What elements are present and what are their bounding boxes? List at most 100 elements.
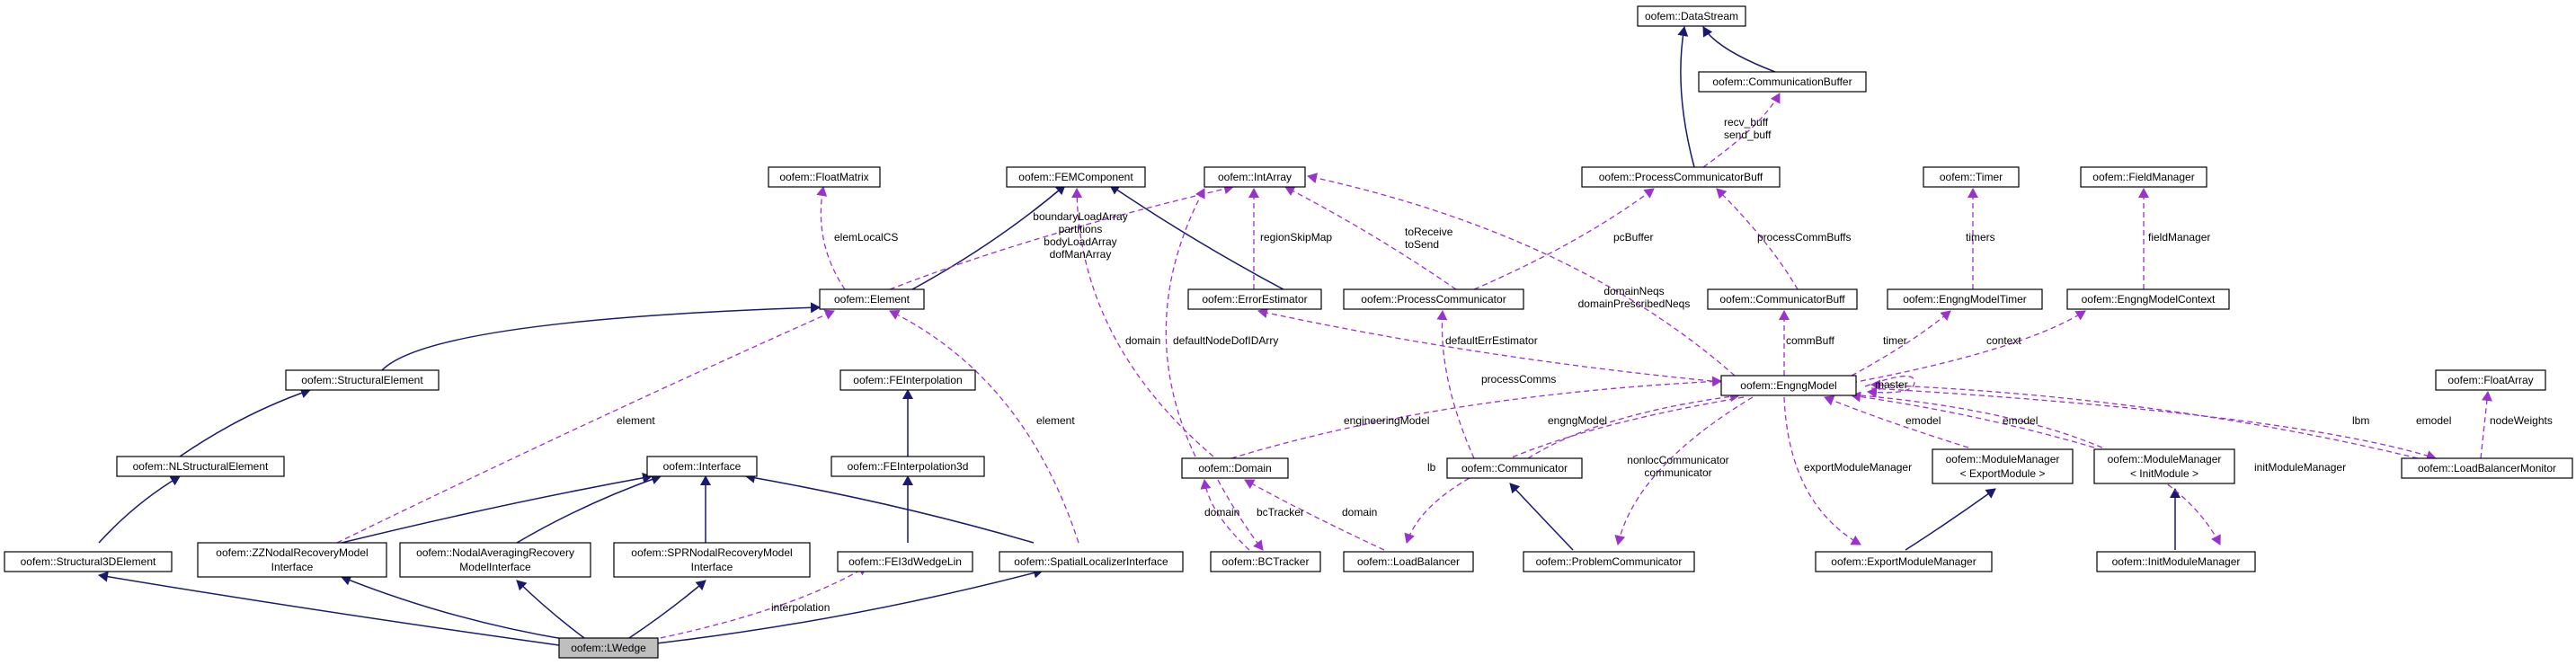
svg-text:oofem::EngngModelContext: oofem::EngngModelContext	[2082, 293, 2216, 306]
svg-text:oofem::Interface: oofem::Interface	[663, 460, 742, 473]
edge-loadbalancer-domain	[1244, 479, 1385, 551]
edge-communicator-engngmodel	[1527, 391, 1740, 459]
node-bctracker[interactable]: oofem::BCTracker	[1210, 551, 1321, 572]
label-emodel-init: emodel	[2003, 414, 2038, 427]
label-lbm: lbm	[2352, 414, 2369, 427]
label-context: context	[1986, 334, 2021, 347]
svg-text:oofem::InitModuleManager: oofem::InitModuleManager	[2112, 555, 2241, 568]
label-nonloc-communicator: nonlocCommunicator	[1627, 454, 1728, 466]
node-spatiallocalizer[interactable]: oofem::SpatialLocalizerInterface	[999, 551, 1184, 572]
label-region-skip-map: regionSkipMap	[1260, 231, 1332, 244]
svg-text:oofem::LoadBalancerMonitor: oofem::LoadBalancerMonitor	[2418, 462, 2556, 474]
label-lb: lb	[1427, 461, 1436, 474]
edge-processcommunicator-intarray	[1284, 186, 1457, 290]
label-recv-buff: recv_buff	[1724, 116, 1769, 129]
node-zznodal[interactable]: oofem::ZZNodalRecoveryModel Interface	[197, 542, 387, 578]
edge-lwedge-zznodal	[341, 575, 569, 641]
svg-text:oofem::FEMComponent: oofem::FEMComponent	[1018, 171, 1133, 183]
node-intarray[interactable]: oofem::IntArray	[1204, 166, 1306, 188]
node-timer[interactable]: oofem::Timer	[1923, 166, 2020, 188]
label-export-module-manager: exportModuleManager	[1804, 461, 1912, 474]
node-errorestimator[interactable]: oofem::ErrorEstimator	[1187, 288, 1322, 310]
edge-element-floatmatrix	[816, 186, 846, 290]
label-node-weights: nodeWeights	[2490, 414, 2553, 427]
svg-text:oofem::BCTracker: oofem::BCTracker	[1222, 555, 1310, 568]
svg-text:oofem::LoadBalancer: oofem::LoadBalancer	[1357, 555, 1460, 568]
svg-text:oofem::ProcessCommunicator: oofem::ProcessCommunicator	[1361, 293, 1506, 306]
label-process-comms: processComms	[1481, 373, 1556, 386]
node-datastream[interactable]: oofem::DataStream	[1637, 5, 1746, 27]
node-communicator[interactable]: oofem::Communicator	[1446, 457, 1583, 479]
svg-text:Interface: Interface	[691, 561, 733, 573]
svg-text:oofem::CommunicationBuffer: oofem::CommunicationBuffer	[1712, 75, 1852, 88]
edge-nodalaveraging-interface	[516, 474, 662, 544]
edge-engngmodel-engngmodelcontext	[1851, 310, 2086, 384]
node-loadbalancermonitor[interactable]: oofem::LoadBalancerMonitor	[2401, 457, 2573, 479]
node-engngmodelcontext[interactable]: oofem::EngngModelContext	[2066, 288, 2230, 310]
node-feinterpolation3d[interactable]: oofem::FEInterpolation3d	[831, 456, 985, 477]
node-nodalaveraging[interactable]: oofem::NodalAveragingRecovery ModelInter…	[399, 542, 591, 578]
svg-text:oofem::SpatialLocalizerInterfa: oofem::SpatialLocalizerInterface	[1014, 555, 1168, 568]
node-floatmatrix[interactable]: oofem::FloatMatrix	[768, 166, 881, 188]
svg-text:oofem::ModuleManager: oofem::ModuleManager	[2108, 453, 2222, 466]
node-processcommunicator[interactable]: oofem::ProcessCommunicator	[1343, 288, 1524, 310]
svg-text:oofem::ModuleManager: oofem::ModuleManager	[1946, 453, 2060, 466]
node-feinterpolation[interactable]: oofem::FEInterpolation	[839, 369, 976, 391]
label-process-comm-buffs: processCommBuffs	[1757, 231, 1851, 244]
edge-engngmodel-exportmodulemanager	[1783, 396, 1861, 545]
edge-lwedge-sprnodal	[628, 580, 706, 639]
label-boundary-load-array: boundaryLoadArray	[1033, 210, 1127, 223]
svg-text:oofem::DataStream: oofem::DataStream	[1645, 10, 1738, 22]
node-element[interactable]: oofem::Element	[819, 288, 925, 310]
node-structural3delement[interactable]: oofem::Structural3DElement	[4, 551, 173, 572]
node-femcomponent[interactable]: oofem::FEMComponent	[1006, 166, 1146, 188]
node-interface[interactable]: oofem::Interface	[646, 456, 758, 477]
node-floatarray[interactable]: oofem::FloatArray	[2435, 369, 2546, 391]
edge-spatiallocalizer-element	[889, 310, 1079, 544]
label-elem-local-cs: elemLocalCS	[834, 231, 898, 244]
edge-lwedge-spatiallocalizer	[655, 567, 1044, 644]
node-exportmodulemanager[interactable]: oofem::ExportModuleManager	[1815, 551, 1993, 572]
edge-lwedge-structural3delement	[98, 571, 560, 646]
node-initmodulemanager[interactable]: oofem::InitModuleManager	[2096, 551, 2256, 572]
node-modulemanager-init[interactable]: oofem::ModuleManager < InitModule >	[2093, 448, 2235, 484]
node-problemcommunicator[interactable]: oofem::ProblemCommunicator	[1523, 551, 1695, 572]
label-element-right: element	[1036, 414, 1075, 427]
edge-engngmodel-errorestimator	[1257, 307, 1731, 384]
node-sprnodal[interactable]: oofem::SPRNodalRecoveryModel Interface	[613, 542, 811, 578]
edge-lwedge-fei3dwedgelin	[651, 565, 868, 641]
nodes: oofem::DataStream oofem::CommunicationBu…	[4, 5, 2573, 659]
svg-text:oofem::EngngModelTimer: oofem::EngngModelTimer	[1903, 293, 2027, 306]
edge-loadbalancermonitor-engngmodel	[1870, 379, 2419, 459]
node-structuralelement[interactable]: oofem::StructuralElement	[285, 369, 440, 391]
edge-zznodal-interface	[341, 472, 653, 544]
svg-text:oofem::FloatArray: oofem::FloatArray	[2447, 374, 2533, 386]
svg-text:oofem::NLStructuralElement: oofem::NLStructuralElement	[133, 460, 269, 473]
edge-engngmodel-initmodulemanager	[1860, 395, 2221, 545]
node-modulemanager-export[interactable]: oofem::ModuleManager < ExportModule >	[1932, 448, 2074, 484]
node-communicationbuffer[interactable]: oofem::CommunicationBuffer	[1698, 71, 1867, 93]
node-processcommunicatorbuff[interactable]: oofem::ProcessCommunicatorBuff	[1581, 166, 1781, 188]
node-nlstructuralelement[interactable]: oofem::NLStructuralElement	[116, 456, 285, 477]
edge-nlstructuralelement-structuralelement	[179, 387, 311, 457]
svg-text:oofem::ZZNodalRecoveryModel: oofem::ZZNodalRecoveryModel	[216, 546, 368, 559]
label-domain-lb: domain	[1342, 506, 1377, 519]
edge-domain-bctracker	[1217, 479, 1264, 551]
edge-bctracker-domain	[1200, 479, 1250, 551]
edge-zznodal-element	[336, 309, 835, 544]
node-domain[interactable]: oofem::Domain	[1181, 457, 1289, 479]
node-engngmodeltimer[interactable]: oofem::EngngModelTimer	[1887, 288, 2043, 310]
label-emodel-lbm: emodel	[2416, 414, 2451, 427]
edge-communicationbuffer-datastream	[1702, 26, 1776, 73]
svg-text:oofem::FEInterpolation3d: oofem::FEInterpolation3d	[848, 460, 969, 473]
node-lwedge[interactable]: oofem::LWedge	[558, 637, 659, 659]
node-loadbalancer[interactable]: oofem::LoadBalancer	[1343, 551, 1474, 572]
edge-communicatorbuff-processcommunicatorbuff	[1716, 188, 1799, 290]
node-communicatorbuff[interactable]: oofem::CommunicatorBuff	[1707, 288, 1858, 310]
node-fei3dwedgelin[interactable]: oofem::FEI3dWedgeLin	[837, 551, 973, 572]
node-engngmodel[interactable]: oofem::EngngModel	[1720, 375, 1857, 396]
svg-text:oofem::Domain: oofem::Domain	[1198, 462, 1271, 474]
edge-communicator-processcommunicator	[1436, 310, 1475, 459]
label-comm-buff: commBuff	[1786, 334, 1834, 347]
node-fieldmanager[interactable]: oofem::FieldManager	[2080, 166, 2207, 188]
